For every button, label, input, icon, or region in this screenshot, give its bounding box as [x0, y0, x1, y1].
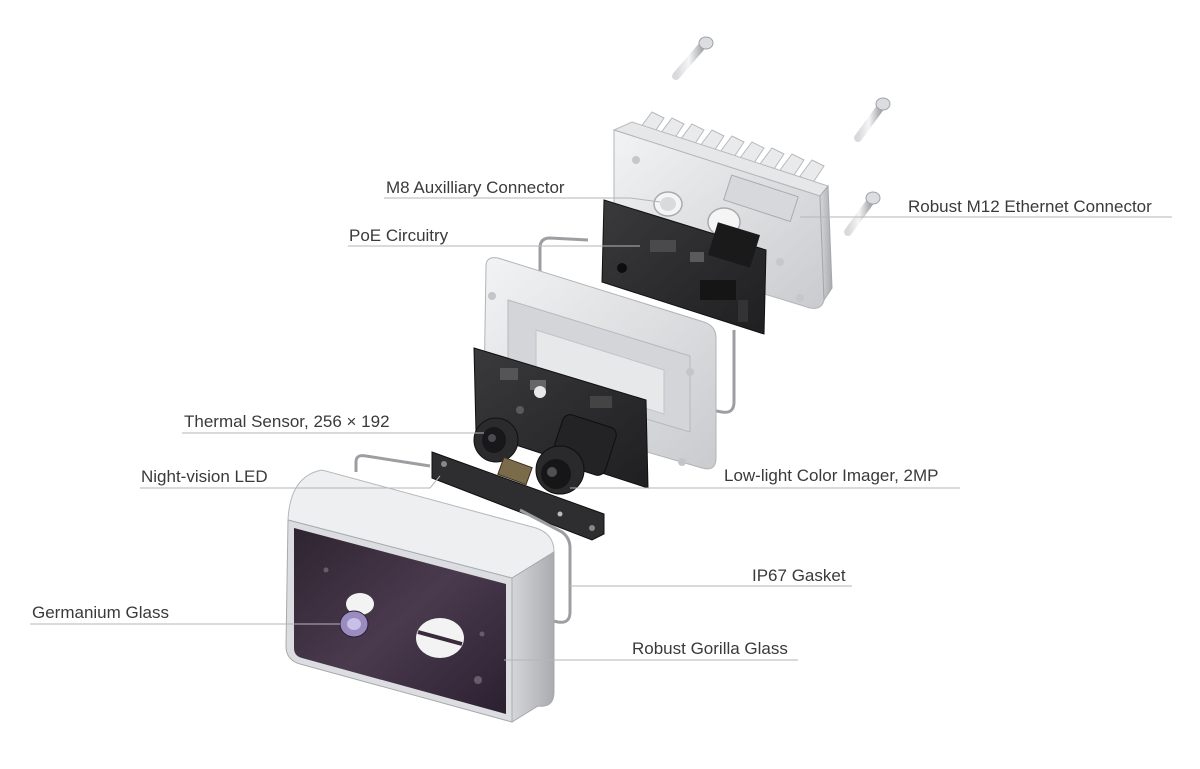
label-m8-connector: M8 Auxilliary Connector: [386, 178, 565, 197]
rear-gasket: [538, 236, 736, 414]
led-board: [431, 451, 605, 541]
label-night-vision-led: Night-vision LED: [141, 467, 268, 486]
color-imager-lens: [535, 414, 617, 495]
label-ip67-gasket: IP67 Gasket: [752, 566, 846, 585]
label-m12-ethernet: Robust M12 Ethernet Connector: [908, 197, 1152, 216]
label-low-light-imager: Low-light Color Imager, 2MP: [724, 466, 939, 485]
leader-lines: [30, 197, 1172, 661]
poe-pcb: [601, 199, 767, 335]
thermal-sensor-lens: [473, 417, 519, 463]
leader-m8: [384, 197, 661, 203]
front-housing: [285, 469, 555, 723]
label-gorilla-glass: Robust Gorilla Glass: [632, 639, 788, 658]
screw-top: [672, 36, 714, 80]
label-thermal-sensor: Thermal Sensor, 256 × 192: [184, 412, 390, 431]
label-germanium-glass: Germanium Glass: [32, 603, 169, 622]
front-gasket: [354, 454, 572, 624]
leader-led: [140, 475, 441, 489]
screw-right-lower: [844, 191, 881, 236]
screw-right-upper: [854, 97, 891, 142]
label-poe-circuitry: PoE Circuitry: [349, 226, 449, 245]
